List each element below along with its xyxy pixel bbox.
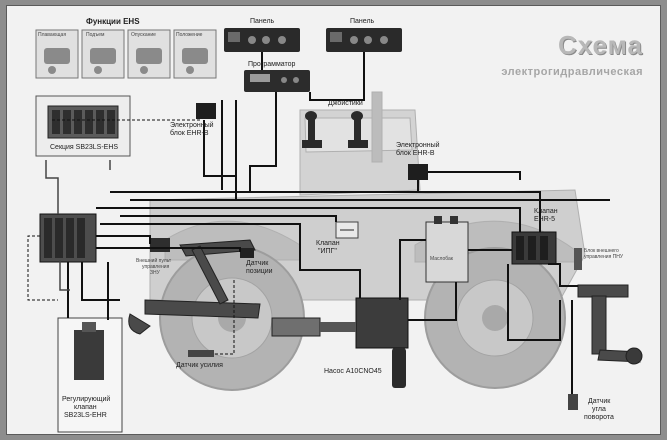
oil-tank-label: Маслобак [430, 256, 453, 262]
ehs-caption-1: Плавающая [38, 32, 66, 38]
diagram-subtitle: электрогидравлическая [501, 66, 643, 78]
regulating-valve-device [74, 330, 104, 380]
angle-sensor-label-1: Датчик [588, 398, 610, 406]
angle-sensor-device [568, 394, 578, 410]
position-sensor-device [240, 248, 254, 258]
regulating-valve-label-1: Регулирующий [62, 396, 110, 404]
panel-left-label: Панель [250, 18, 274, 26]
external-control-left-device [150, 238, 170, 252]
angle-sensor-label-2: угла [592, 406, 606, 414]
external-control-right-label-2: управления ПНУ [584, 254, 623, 260]
ehr-block-left-label-1: Электронный [170, 122, 214, 130]
external-control-left-label-3: ЗНУ [150, 270, 160, 276]
ehs-caption-2: Подъем [86, 32, 104, 38]
valve-ehr5-label-2: EHR-5 [534, 216, 555, 224]
pump-drive-shaft [272, 318, 320, 336]
regulating-valve-label-2: клапан [74, 404, 97, 412]
angle-sensor-label-3: поворота [584, 414, 614, 422]
section-label: Секция SB23LS-EHS [50, 144, 118, 152]
joysticks-label: Джойстики [328, 100, 363, 108]
panel-right-label: Панель [350, 18, 374, 26]
regulating-valve-label-3: SB23LS-EHR [64, 412, 107, 420]
position-sensor-label-1: Датчик [246, 260, 268, 268]
ehs-caption-3: Опускание [131, 32, 156, 38]
ehr-block-right-label-1: Электронный [396, 142, 440, 150]
diagram-title: Схема [558, 30, 643, 61]
front-hitch [578, 285, 642, 364]
ehr-block-right-label-2: блок EHR-B [396, 150, 435, 158]
valve-ipg-label-1: Клапан [316, 240, 340, 248]
ehr-block-left-device [196, 103, 216, 119]
position-sensor-label-2: позиции [246, 268, 273, 276]
oil-tank-device [426, 222, 468, 282]
ehs-caption-4: Положение [176, 32, 202, 38]
external-control-right-device [574, 248, 582, 270]
ehr-block-right-device [408, 164, 428, 180]
force-sensor-label: Датчик усилия [176, 362, 223, 370]
ehs-functions-heading: Функции EHS [86, 18, 140, 26]
pump-label: Насос A10CNO45 [324, 368, 382, 376]
force-sensor-device [188, 350, 214, 357]
programmer-label: Программатор [248, 61, 295, 69]
ehr-block-left-label-2: блок EHR-B [170, 130, 209, 138]
valve-ipg-label-2: "ИПГ" [318, 248, 337, 256]
pump-device [356, 298, 408, 348]
valve-ehr5-label-1: Клапан [534, 208, 558, 216]
